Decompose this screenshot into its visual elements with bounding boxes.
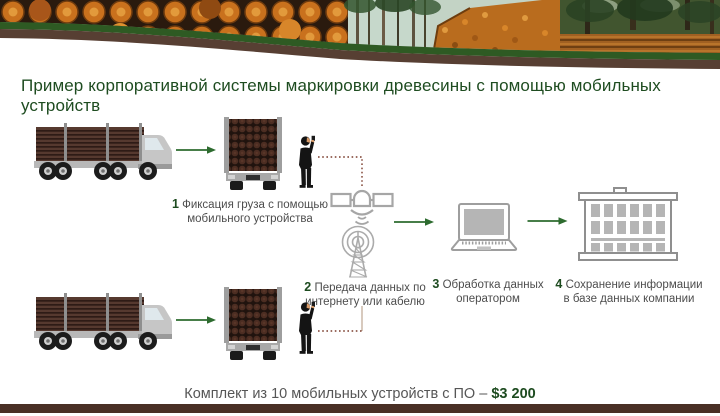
company-building-icon bbox=[578, 187, 678, 261]
worker-with-phone-icon bbox=[299, 135, 315, 188]
logging-truck-icon bbox=[34, 123, 172, 180]
step-label-1: 1 Фиксация груза с помощью мобильного ус… bbox=[171, 197, 329, 225]
step-number: 4 bbox=[555, 277, 563, 291]
logging-truck-icon bbox=[34, 293, 172, 350]
step-number: 2 bbox=[304, 280, 312, 294]
header-timber-photo bbox=[0, 0, 720, 69]
footer-price-line: Комплект из 10 мобильных устройств с ПО … bbox=[0, 386, 720, 402]
flow-arrow-icon bbox=[176, 146, 216, 154]
step-number: 3 bbox=[432, 277, 440, 291]
footer-label: Комплект из 10 мобильных устройств с ПО … bbox=[184, 386, 492, 402]
dotted-connector-bottom bbox=[318, 306, 363, 332]
page-title: Пример корпоративной системы маркировки … bbox=[21, 76, 661, 115]
bottom-brown-bar bbox=[0, 404, 720, 413]
step-number: 1 bbox=[171, 197, 179, 211]
footer-price: $3 200 bbox=[491, 386, 536, 402]
step-label-4: 4 Сохранение информации в базе данных ко… bbox=[555, 277, 703, 305]
step-label-2: 2 Передача данных по интернету или кабел… bbox=[304, 280, 426, 308]
flow-arrow-icon bbox=[527, 217, 568, 225]
flow-arrow-icon bbox=[394, 218, 434, 226]
log-stack-rear-icon bbox=[224, 287, 282, 360]
header-green-band bbox=[0, 22, 720, 60]
satellite-icon bbox=[330, 189, 394, 225]
flow-arrow-icon bbox=[176, 316, 216, 324]
log-stack-rear-icon bbox=[224, 117, 282, 190]
radio-tower-icon bbox=[341, 225, 375, 278]
laptop-icon bbox=[450, 203, 518, 251]
step-label-3: 3 Обработка данных оператором bbox=[432, 277, 544, 305]
header-brown-band bbox=[0, 29, 720, 69]
worker-with-phone-icon bbox=[299, 301, 315, 354]
